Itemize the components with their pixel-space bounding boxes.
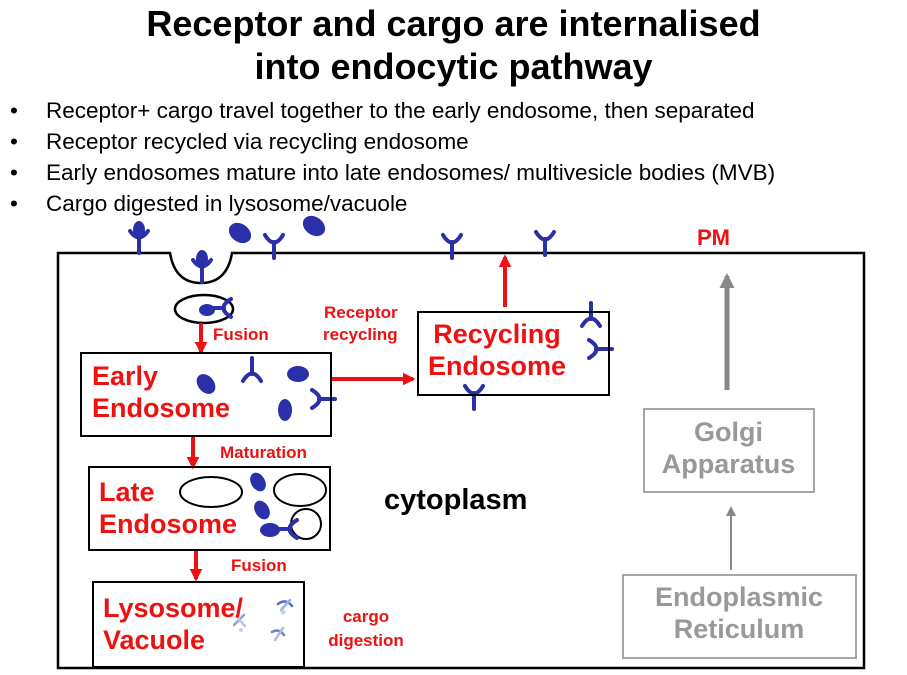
bullet-marker: • [10, 160, 18, 185]
surface-receptor [534, 230, 556, 257]
pm-label: PM [697, 225, 730, 250]
bullet-item: •Early endosomes mature into late endoso… [10, 157, 775, 188]
lysosome-label: Lysosome/ Vacuole [103, 593, 244, 655]
golgi-label: Golgi Apparatus [661, 417, 796, 479]
late-endosome-cargo [254, 500, 270, 520]
bullet-marker: • [10, 191, 18, 216]
bullet-item: •Receptor recycled via recycling endosom… [10, 126, 775, 157]
late-endosome-cargo [260, 523, 280, 537]
bullet-marker: • [10, 98, 18, 123]
surface-receptor [441, 233, 463, 260]
slide-title: Receptor and cargo are internalised into… [0, 2, 907, 88]
extracellular-cargo [302, 215, 326, 237]
fusion-label-1: Fusion [213, 325, 269, 344]
receptor-recycling-label: Receptor recycling [323, 303, 398, 344]
early-endosome-cargo [196, 374, 216, 394]
golgi-apparatus: Golgi Apparatus [643, 408, 815, 493]
bullet-list: •Receptor+ cargo travel together to the … [10, 95, 775, 219]
recycling-endosome: Recycling Endosome [417, 311, 610, 396]
cargo-digestion-label: cargo digestion [328, 607, 404, 650]
surface-receptor [263, 233, 285, 260]
intraluminal-vesicle [273, 473, 327, 507]
early-endosome-cargo [287, 366, 309, 382]
er-label: Endoplasmic Reticulum [654, 582, 824, 644]
late-endosome: Late Endosome [88, 466, 331, 551]
bullet-item: •Receptor+ cargo travel together to the … [10, 95, 775, 126]
fusion-label-2: Fusion [231, 556, 287, 575]
title-line-1: Receptor and cargo are internalised [146, 3, 761, 44]
digested-cargo-fragments [232, 598, 294, 642]
surface-receptor-with-cargo [128, 219, 150, 255]
late-endosome-label: Late Endosome [99, 477, 238, 539]
bullet-marker: • [10, 129, 18, 154]
endocytic-vesicle [173, 293, 235, 325]
maturation-label: Maturation [220, 443, 307, 462]
lysosome-vacuole: Lysosome/ Vacuole [92, 581, 305, 668]
pit-receptor-with-cargo [191, 248, 213, 284]
early-endosome-cargo [278, 399, 292, 421]
intraluminal-vesicle [179, 476, 243, 508]
bullet-item: •Cargo digested in lysosome/vacuole [10, 188, 775, 219]
extracellular-cargo [228, 222, 252, 244]
recycling-endosome-label: Recycling Endosome [428, 319, 567, 381]
endoplasmic-reticulum: Endoplasmic Reticulum [622, 574, 857, 659]
early-endosome: Early Endosome [80, 352, 332, 437]
title-line-2: into endocytic pathway [254, 46, 653, 87]
late-endosome-cargo [250, 472, 266, 492]
cytoplasm-label: cytoplasm [384, 484, 528, 516]
early-endosome-label: Early Endosome [92, 361, 231, 423]
